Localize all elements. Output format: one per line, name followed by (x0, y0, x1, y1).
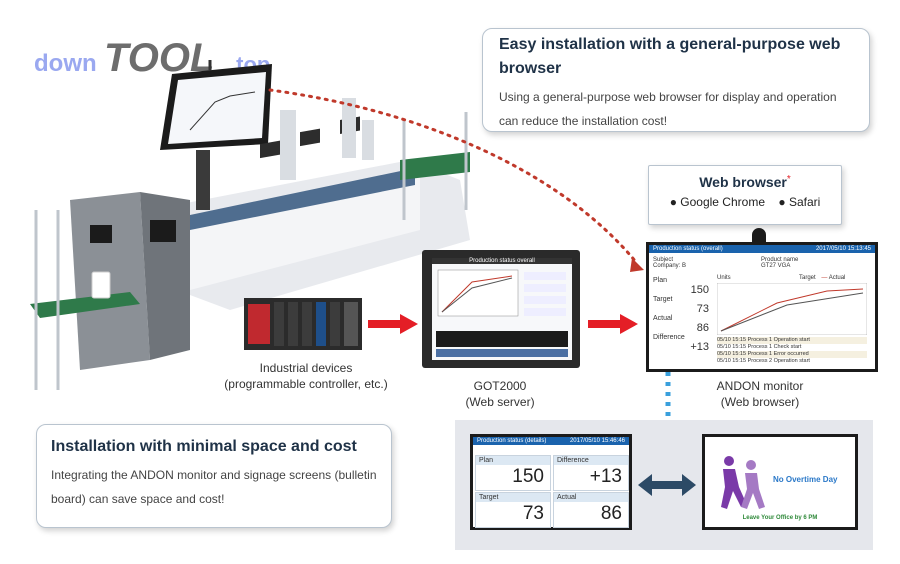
andon-units-label: Units (717, 275, 731, 281)
got-screen-chart (437, 269, 566, 317)
andon-actual-label: Actual (653, 315, 673, 322)
callout-body: Using a general-purpose web browser for … (499, 90, 837, 128)
legend-actual: Actual (828, 275, 846, 281)
andon-product-value: GT27 VGA (761, 263, 791, 269)
plc-device-icon (244, 298, 362, 350)
log-row: 05/10 15:15 Process 1 Operation start (717, 337, 867, 344)
web-browser-title: Web browser (699, 174, 787, 190)
signage-screen: No Overtime Day Leave Your Office by 6 P… (702, 434, 858, 530)
andon-actual-value: 86 (696, 322, 709, 334)
difference-value: +13 (589, 466, 622, 487)
bullet-icon: ● (778, 195, 786, 209)
plan-value: 150 (512, 466, 544, 487)
callout-title: Installation with minimal space and cost (51, 438, 357, 455)
production-line-illustration (30, 60, 470, 390)
got-line1: GOT2000 (473, 379, 527, 393)
andon-log: 05/10 15:15 Process 1 Operation start 05… (717, 337, 867, 365)
target-box: Target 73 (475, 492, 551, 528)
andon-product-label: Product name (761, 257, 799, 263)
red-arrow-2 (588, 314, 638, 334)
details-title: Production status (details) (477, 438, 547, 444)
actual-value: 86 (600, 503, 622, 524)
people-running-icon (721, 456, 765, 509)
log-row: 05/10 15:15 Process 1 Check start (717, 344, 802, 350)
andon-stats: Plan 150 Target 73 Actual 86 Difference … (653, 277, 709, 353)
difference-label: Difference (554, 456, 628, 465)
andon-plan-label: Plan (653, 277, 668, 284)
andon-chart (717, 283, 867, 335)
details-time: 2017/05/10 15:46:46 (569, 438, 625, 444)
andon-label: ANDON monitor (Web browser) (690, 378, 830, 410)
andon-diff-label: Difference (653, 334, 685, 341)
andon-line2: (Web browser) (720, 395, 800, 409)
browser-option-chrome: Google Chrome (680, 195, 765, 209)
difference-box: Difference +13 (553, 455, 629, 491)
watermark-part1: down (34, 50, 97, 77)
andon-subject-value: Company: B (653, 263, 687, 269)
got-screen-title: Production status overall (432, 258, 572, 264)
andon-screen-time: 2017/05/10 15:13:45 (815, 246, 871, 252)
bullet-icon: ● (669, 195, 677, 209)
andon-subject-label: Subject (653, 257, 674, 263)
andon-diff-value: +13 (690, 341, 709, 353)
log-row: 05/10 15:15 Process 1 Error occurred (717, 351, 867, 358)
got2000-label: GOT2000 (Web server) (430, 378, 570, 410)
double-arrow-icon (638, 474, 696, 496)
andon-plan-value: 150 (690, 284, 709, 296)
target-label: Target (476, 493, 550, 502)
asterisk: * (786, 174, 791, 185)
signage-footer: Leave Your Office by 6 PM (742, 515, 818, 521)
legend-target: Target (799, 275, 816, 281)
callout-body: Integrating the ANDON monitor and signag… (51, 468, 377, 506)
log-row: 05/10 15:15 Process 2 Operation start (717, 358, 810, 364)
industrial-line1: Industrial devices (259, 361, 353, 375)
andon-line1: ANDON monitor (716, 379, 804, 393)
andon-target-value: 73 (696, 303, 709, 315)
got-line2: (Web server) (465, 395, 535, 409)
andon-screen-title: Production status (overall) (653, 246, 723, 252)
hanging-monitor-icon (160, 60, 272, 150)
callout-title: Easy installation with a general-purpose… (499, 36, 841, 77)
signage-headline: No Overtime Day (773, 475, 838, 484)
got2000-panel: Production status overall (422, 250, 580, 368)
callout-easy-installation: Easy installation with a general-purpose… (482, 28, 870, 132)
callout-minimal-space: Installation with minimal space and cost… (36, 424, 392, 528)
production-details-screen: Production status (details) 2017/05/10 1… (470, 434, 632, 530)
target-value: 73 (522, 503, 544, 524)
browser-option-safari: Safari (788, 195, 821, 209)
web-browser-box: Web browser* ● Google Chrome ● Safari (648, 165, 842, 225)
industrial-devices-label: Industrial devices (programmable control… (206, 360, 406, 392)
actual-label: Actual (554, 493, 628, 502)
plan-label: Plan (476, 456, 550, 465)
andon-monitor: Production status (overall) 2017/05/10 1… (646, 242, 878, 372)
plan-box: Plan 150 (475, 455, 551, 491)
red-arrow-1 (368, 314, 418, 334)
industrial-line2: (programmable controller, etc.) (224, 377, 388, 391)
actual-box: Actual 86 (553, 492, 629, 528)
andon-target-label: Target (653, 296, 673, 303)
andon-mount (752, 228, 766, 244)
